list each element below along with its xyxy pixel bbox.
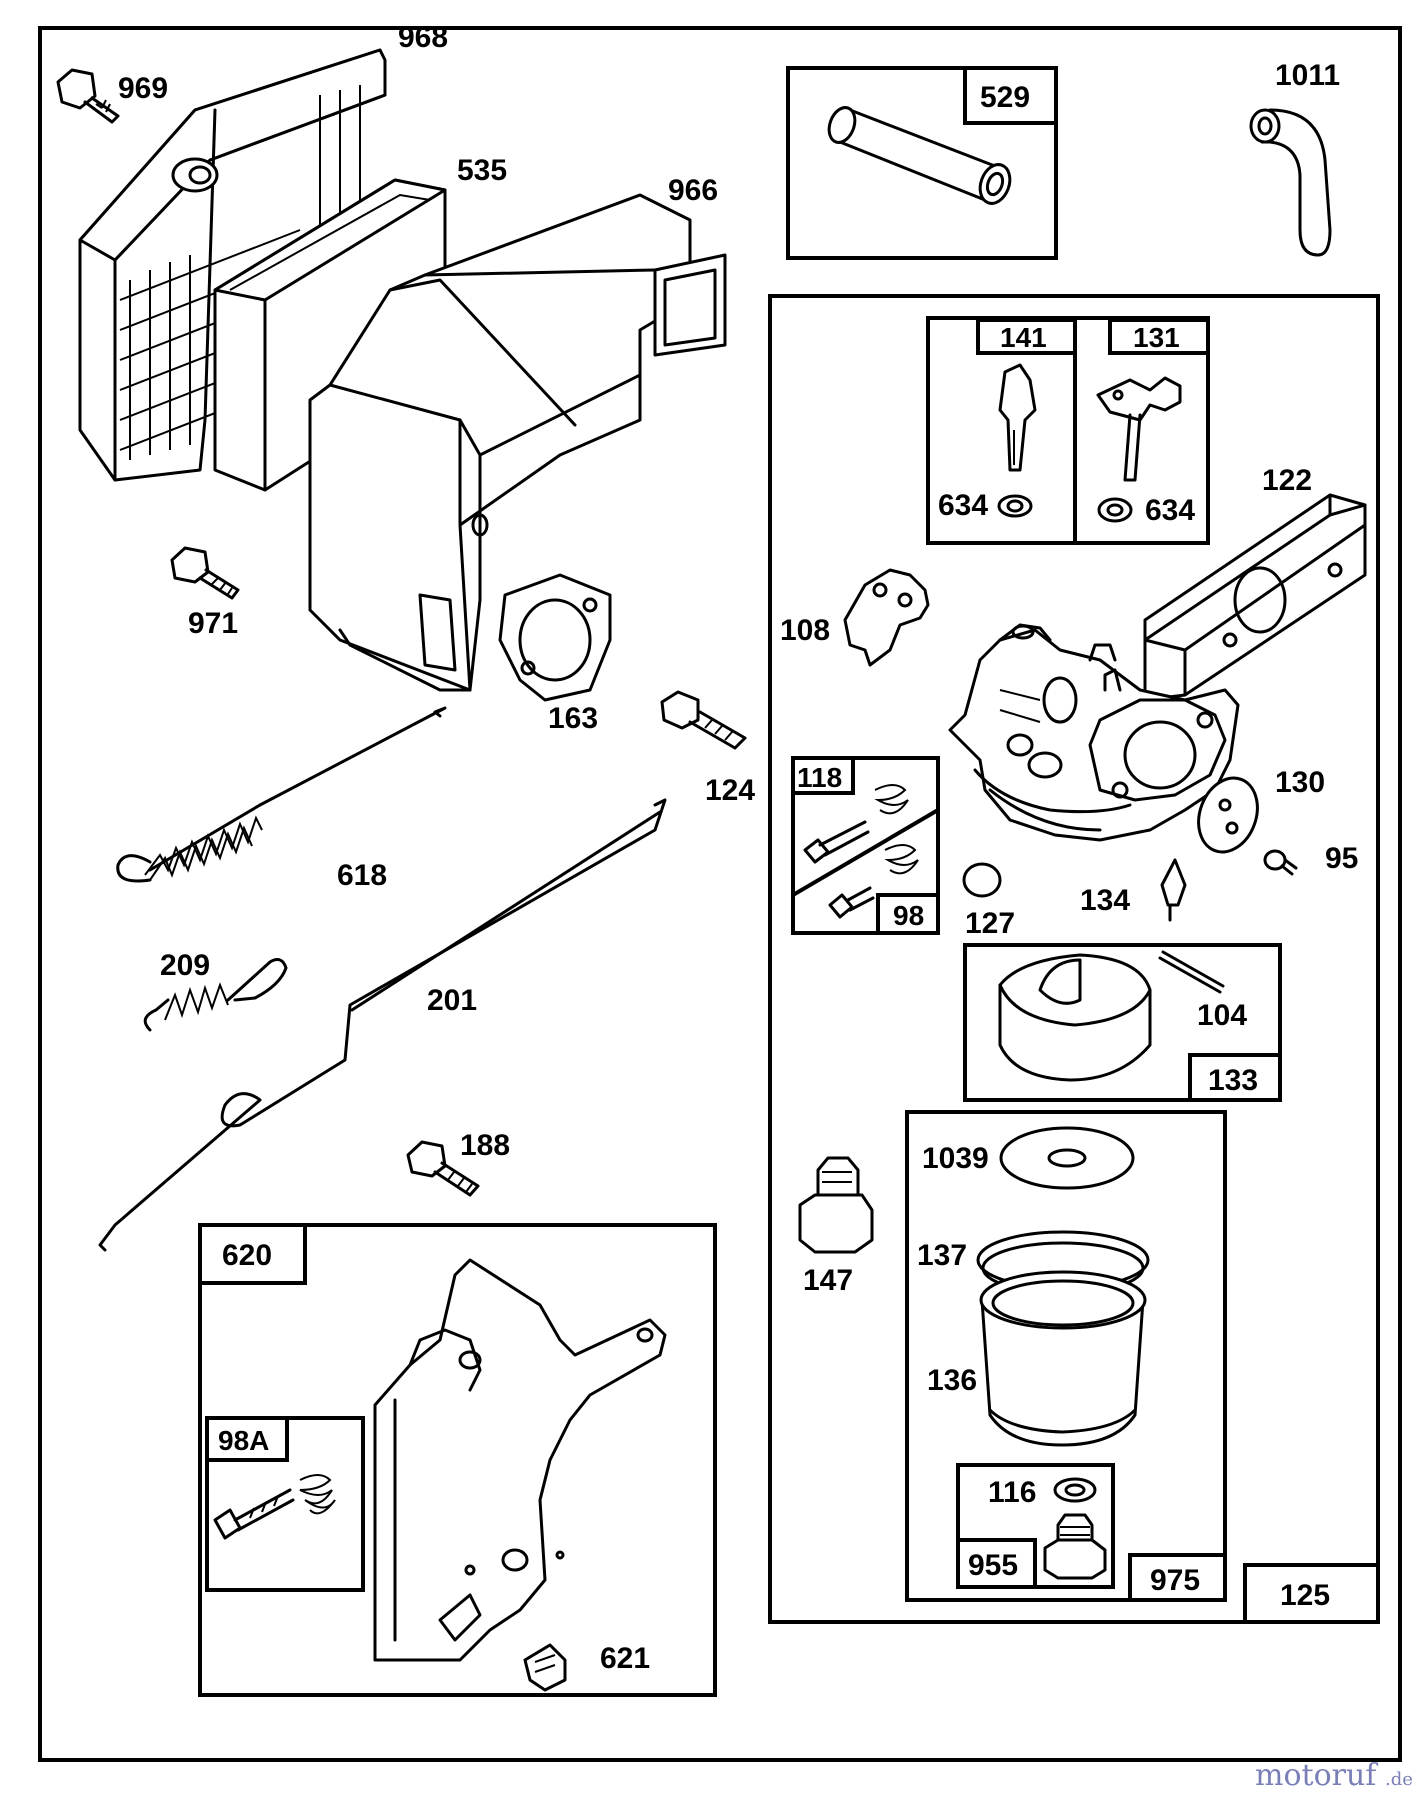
label-969: 969: [118, 72, 168, 105]
label-95: 95: [1325, 842, 1358, 875]
screw-95: [1263, 849, 1298, 876]
label-621: 621: [600, 1642, 650, 1675]
bowl-136: [979, 1270, 1147, 1447]
governor-bracket-620: [373, 1258, 667, 1662]
label-98A: 98A: [218, 1425, 269, 1456]
screw-spring-98A: [213, 1474, 336, 1540]
label-634b: 634: [1145, 494, 1195, 527]
screw-971: [170, 546, 240, 600]
box-125: [768, 294, 1380, 1624]
clip-621: [523, 1643, 567, 1692]
hose-1011: [1249, 108, 1332, 257]
label-108: 108: [780, 614, 830, 647]
label-118: 118: [797, 762, 842, 793]
label-127: 127: [965, 907, 1015, 940]
label-1039: 1039: [922, 1142, 989, 1175]
watermark: motoruf .de: [1255, 1758, 1413, 1793]
bolt-124: [660, 690, 747, 750]
spacer-122: [1143, 493, 1367, 702]
label-131: 131: [1133, 322, 1180, 353]
welch-plug-127: [962, 862, 1002, 898]
gasket-163: [498, 573, 612, 702]
gasket-1039: [999, 1126, 1135, 1190]
label-966: 966: [668, 174, 718, 207]
label-134: 134: [1080, 884, 1130, 917]
label-620: 620: [222, 1239, 272, 1272]
label-122: 122: [1262, 464, 1312, 497]
needle-134: [1160, 858, 1187, 922]
label-209: 209: [160, 949, 210, 982]
outer-frame: [38, 26, 1402, 1762]
screw-969: [56, 68, 120, 124]
choke-plate-108: [843, 568, 930, 667]
tag-98A: [205, 1416, 289, 1462]
filter-element-535: [213, 178, 447, 492]
label-133: 133: [1208, 1064, 1258, 1097]
tube-529: [827, 106, 1012, 205]
label-1011: 1011: [1275, 59, 1340, 92]
label-201: 201: [427, 984, 477, 1017]
cover-966: [308, 193, 727, 692]
label-137: 137: [917, 1239, 967, 1272]
tag-125: [1243, 1563, 1380, 1624]
carburetor-body: [948, 623, 1240, 842]
label-529: 529: [980, 81, 1030, 114]
plate-130: [1197, 776, 1259, 854]
tag-620: [198, 1223, 307, 1285]
box-118-98: [791, 756, 940, 935]
label-124: 124: [705, 774, 755, 807]
label-147: 147: [803, 1264, 853, 1297]
tag-118: [791, 756, 855, 795]
label-163: 163: [548, 702, 598, 735]
pin-104: [1158, 950, 1225, 994]
box-620: [198, 1223, 717, 1697]
watermark-brand: motoruf: [1255, 1758, 1378, 1793]
bowl-nut-955: [1043, 1513, 1107, 1580]
washer-116: [1053, 1477, 1097, 1503]
watermark-tld: .de: [1385, 1769, 1413, 1790]
tag-975: [1128, 1553, 1227, 1602]
tag-98: [876, 893, 940, 935]
label-968: 968: [398, 21, 448, 54]
label-98: 98: [893, 900, 924, 931]
label-535: 535: [457, 154, 507, 187]
label-130: 130: [1275, 766, 1325, 799]
box-133: [963, 943, 1282, 1102]
label-188: 188: [460, 1129, 510, 1162]
throttle-shaft-131: [1096, 376, 1182, 523]
choke-shaft-141: [997, 363, 1037, 518]
air-cleaner-base: [78, 48, 387, 482]
float-133: [998, 953, 1152, 1082]
label-634a: 634: [938, 489, 988, 522]
label-975: 975: [1150, 1564, 1200, 1597]
label-141: 141: [1000, 322, 1047, 353]
label-618: 618: [337, 859, 387, 892]
screw-188: [406, 1140, 480, 1197]
spring-209: [143, 958, 288, 1032]
mixture-screw-118: [803, 784, 919, 919]
label-125: 125: [1280, 1579, 1330, 1612]
box-529: [786, 66, 1058, 260]
box-975: [905, 1110, 1227, 1602]
label-116: 116: [988, 1476, 1036, 1509]
jet-147: [798, 1156, 874, 1254]
tag-529: [963, 66, 1058, 125]
label-136: 136: [927, 1364, 977, 1397]
spring-618: [116, 706, 447, 883]
tag-131: [1108, 318, 1210, 355]
label-104: 104: [1197, 999, 1247, 1032]
label-971: 971: [188, 607, 238, 640]
label-955: 955: [968, 1549, 1018, 1582]
tag-141: [976, 318, 1077, 355]
rod-201: [98, 798, 667, 1252]
tag-133: [1188, 1053, 1282, 1102]
tag-955: [956, 1538, 1037, 1589]
